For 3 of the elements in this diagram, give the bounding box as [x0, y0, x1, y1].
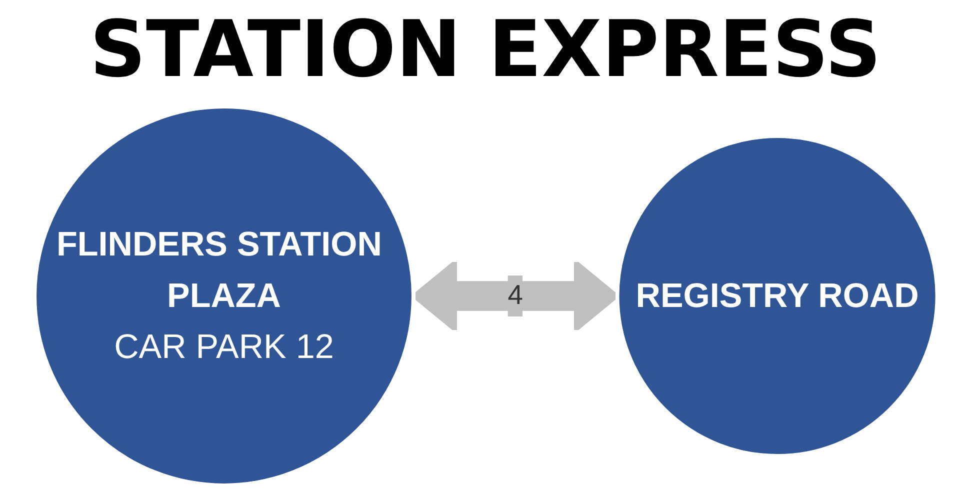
node-circle: REGISTRY ROAD [618, 138, 935, 454]
diagram-title: STATION EXPRESS [90, 4, 882, 96]
node-circle: FLINDERS STATION PLAZA CAR PARK 12 [36, 108, 412, 484]
